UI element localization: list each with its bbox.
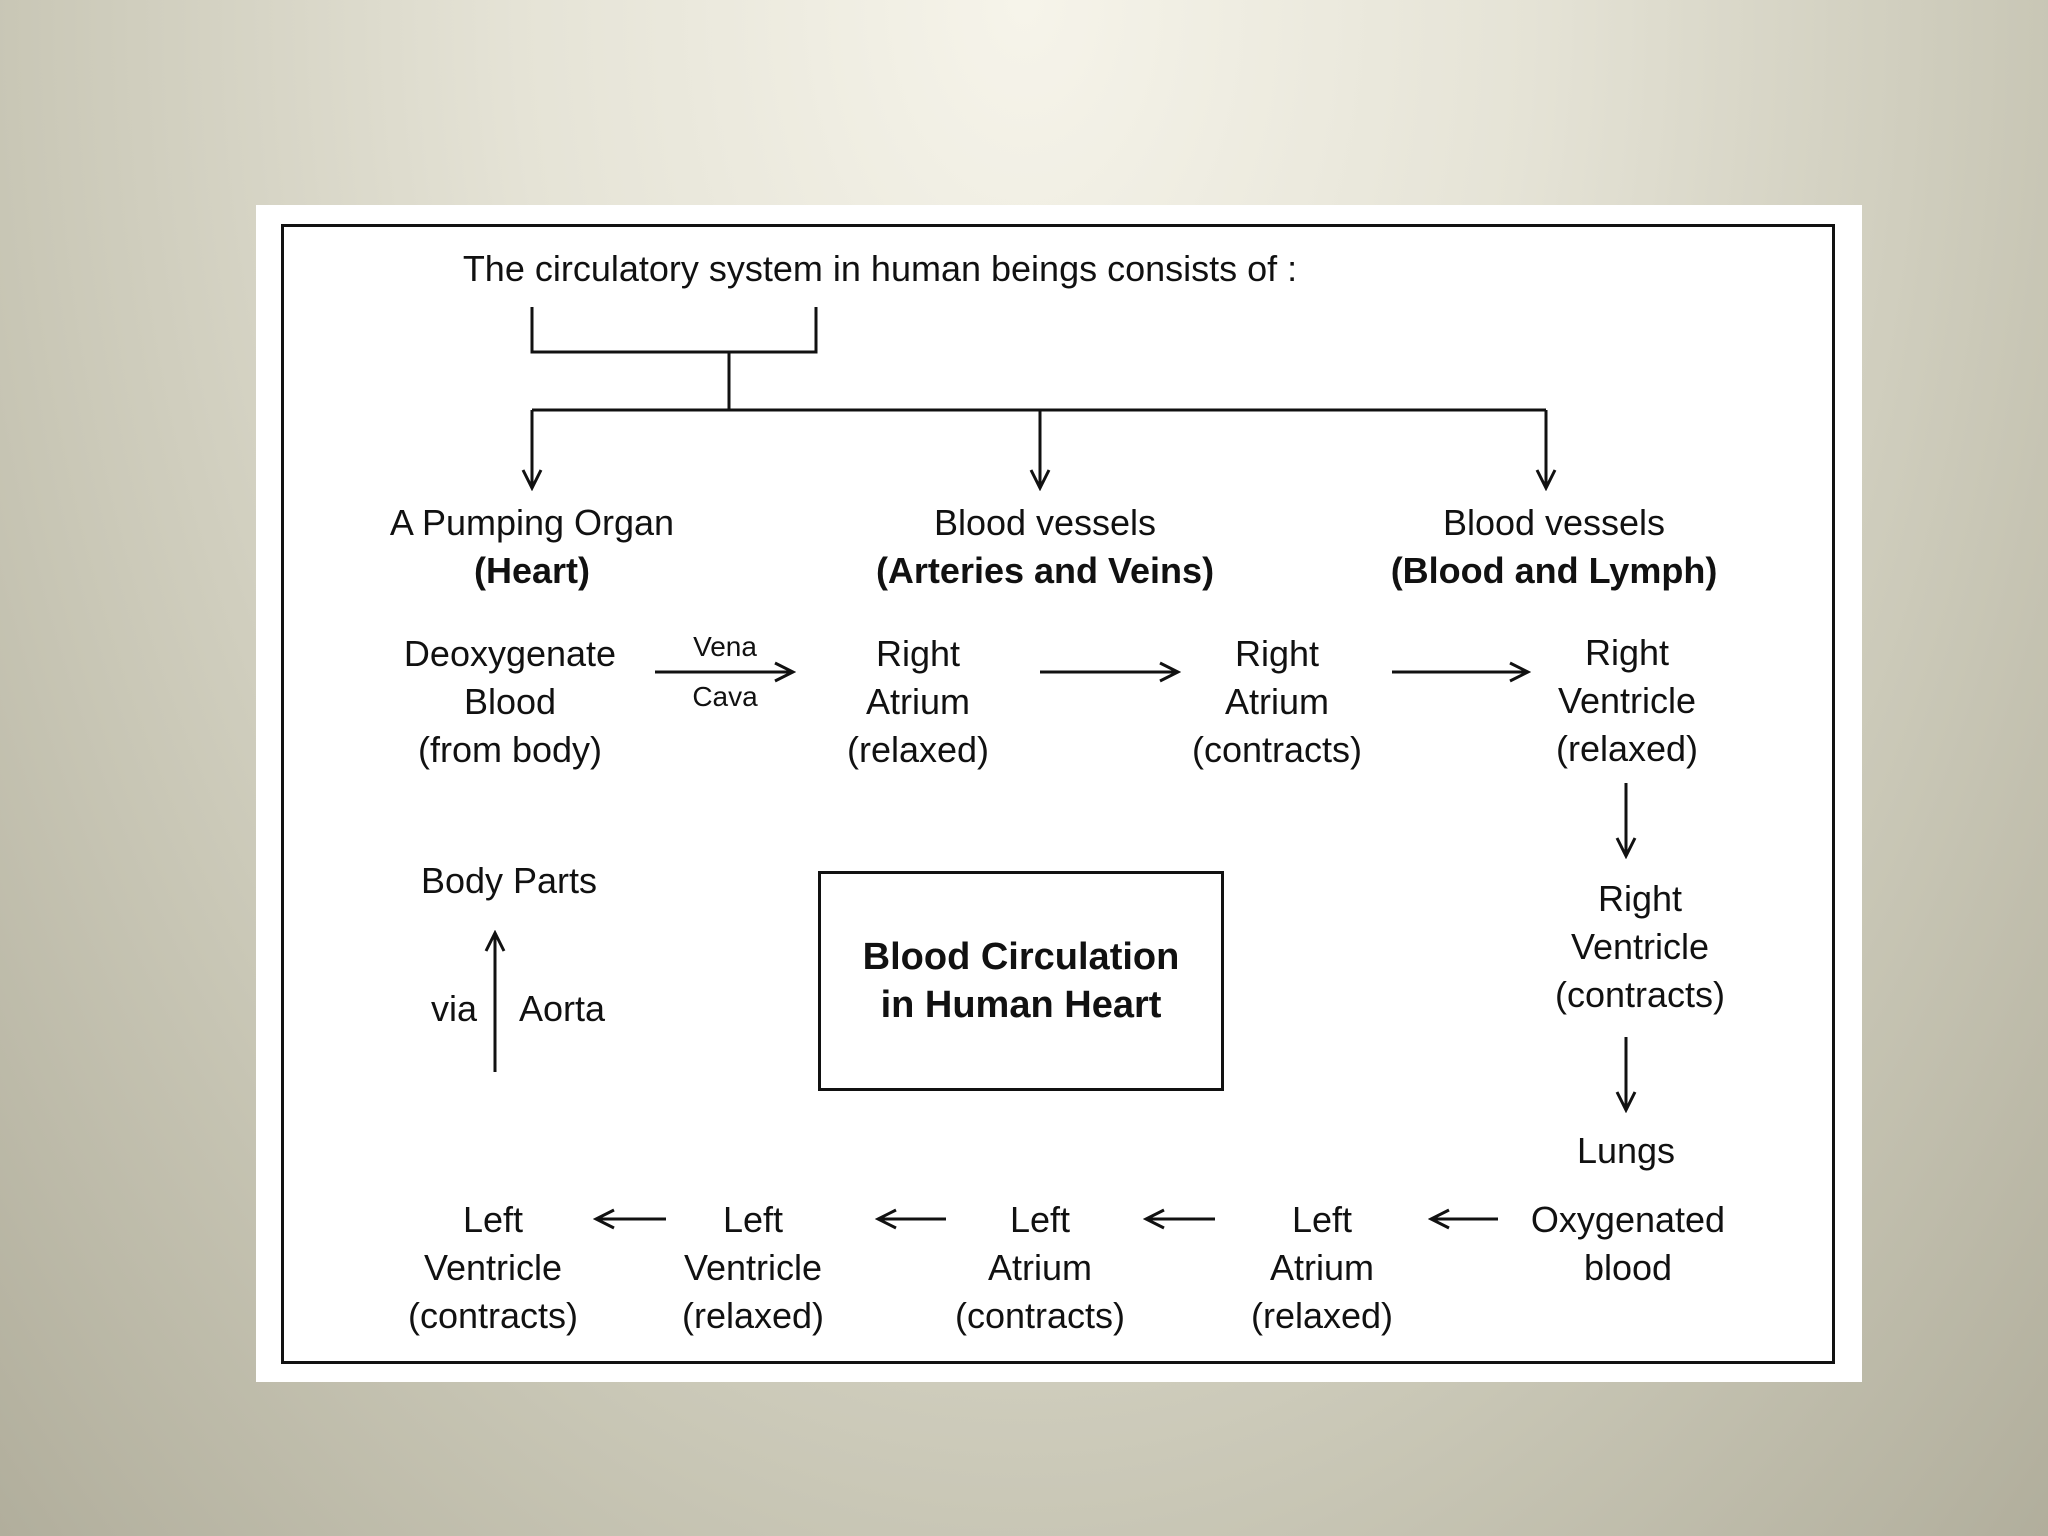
title-bracket [530, 307, 818, 354]
node-right-ventricle-relaxed: Right Ventricle (relaxed) [1555, 632, 1699, 769]
label-aorta: Aorta [518, 988, 606, 1029]
label-vena-cava: Vena Cava [692, 631, 758, 712]
node-oxygenated-blood: Oxygenated blood [1530, 1199, 1726, 1288]
diagram-title: The circulatory system in human beings c… [462, 248, 1298, 289]
center-title-line-1: Blood Circulation [862, 936, 1180, 978]
component-blood-lymph: Blood vessels (Blood and Lymph) [1390, 502, 1718, 591]
center-title-line-2: in Human Heart [880, 984, 1162, 1026]
node-right-atrium-contracts: Right Atrium (contracts) [1191, 633, 1363, 770]
diagram-frame [281, 224, 1835, 1364]
diagram-sheet [256, 205, 1862, 1382]
component-arteries-veins: Blood vessels (Arteries and Veins) [875, 502, 1215, 591]
node-lungs: Lungs [1576, 1130, 1676, 1171]
node-right-ventricle-contracts: Right Ventricle (contracts) [1554, 878, 1726, 1015]
node-left-atrium-contracts: Left Atrium (contracts) [954, 1199, 1126, 1336]
label-via: via [430, 988, 478, 1029]
node-left-ventricle-contracts: Left Ventricle (contracts) [407, 1199, 579, 1336]
component-heart: A Pumping Organ (Heart) [389, 502, 675, 591]
node-right-atrium-relaxed: Right Atrium (relaxed) [846, 633, 990, 770]
node-left-ventricle-relaxed: Left Ventricle (relaxed) [681, 1199, 825, 1336]
node-body-parts: Body Parts [420, 860, 598, 901]
center-title-box: Blood Circulation in Human Heart [818, 871, 1224, 1091]
node-deoxygenated-blood: Deoxygenate Blood (from body) [403, 633, 617, 770]
node-left-atrium-relaxed: Left Atrium (relaxed) [1250, 1199, 1394, 1336]
